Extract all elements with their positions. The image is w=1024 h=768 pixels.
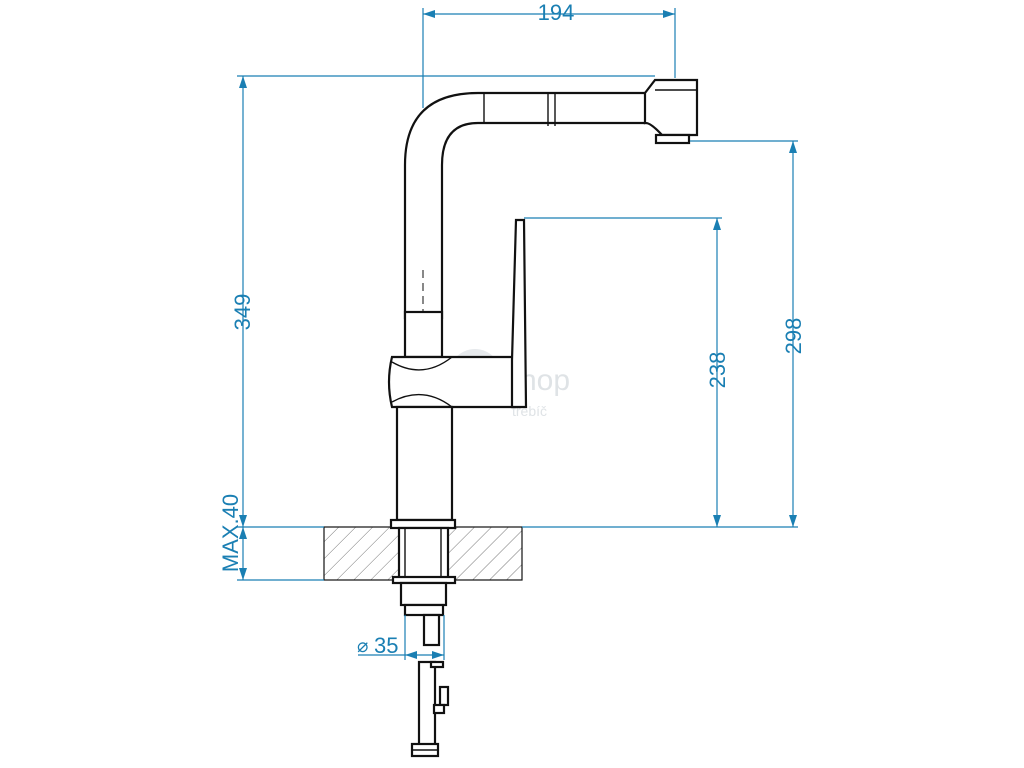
mixer-body — [387, 355, 522, 409]
mounting-rod — [403, 603, 445, 617]
dim-349-arrow-top — [239, 76, 247, 88]
dim-194-label: 194 — [538, 0, 575, 25]
dim-35-diameter-symbol: ⌀ — [357, 636, 368, 657]
mixer-curve-bottom — [391, 393, 453, 408]
dim-238-label: 238 — [705, 352, 730, 389]
mixer-curve — [391, 356, 453, 371]
spout-tube — [403, 91, 657, 320]
lever-handle — [510, 218, 528, 409]
dim-349-arrow-bottom — [239, 515, 247, 527]
hose-body — [417, 660, 437, 756]
faucet — [387, 78, 699, 758]
dim-max40-arrow-bottom — [239, 568, 247, 580]
threaded-stud — [422, 613, 441, 647]
dim-298-label: 298 — [781, 318, 806, 355]
countertop-right — [447, 526, 523, 581]
spout-collar — [403, 310, 444, 359]
hose-clip — [432, 703, 446, 715]
base-column — [395, 405, 454, 522]
dim-194-arrow-right — [663, 10, 675, 18]
dim-349-label: 349 — [230, 294, 255, 331]
hose-top-fitting — [429, 660, 445, 669]
dim-298-arrow-bottom — [789, 515, 797, 527]
dim-max40-arrow-top — [239, 527, 247, 539]
dim-35-arrow-right — [432, 651, 444, 659]
mounting-shank — [397, 526, 450, 580]
dim-298-arrow-top — [789, 141, 797, 153]
dim-238-arrow-bottom — [713, 515, 721, 527]
dim-max40-label: MAX.40 — [218, 494, 243, 572]
base-flange — [389, 518, 457, 530]
spray-head — [643, 78, 699, 137]
hose-valve — [438, 685, 450, 707]
aerator — [654, 133, 691, 145]
dim-35-arrow-left — [405, 651, 417, 659]
dim-194-arrow-left — [423, 10, 435, 18]
dimensions: 194 349 MAX.40 238 298 ⌀ 3 — [218, 0, 806, 660]
countertop-left — [323, 526, 400, 581]
mounting-nut — [399, 581, 448, 607]
dim-35-label: 35 — [374, 633, 398, 658]
dim-238-arrow-top — [713, 218, 721, 230]
